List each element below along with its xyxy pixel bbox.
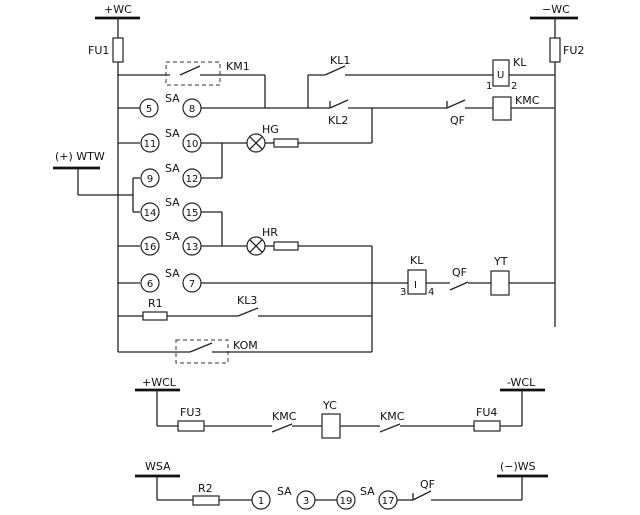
yc-coil xyxy=(321,413,341,439)
kl-coil-top-mark: U xyxy=(497,70,504,81)
minus-wc-label: −WC xyxy=(542,3,570,16)
qf-contact-2 xyxy=(449,281,469,291)
svg-text:12: 12 xyxy=(186,174,199,185)
qf-label-3: QF xyxy=(420,478,435,491)
fu2-label: FU2 xyxy=(563,44,584,57)
kl-mid-label: KL xyxy=(410,254,424,267)
kl3-label: KL3 xyxy=(237,294,257,307)
kl2-label: KL2 xyxy=(328,114,348,127)
svg-text:5: 5 xyxy=(146,104,152,115)
yt-coil xyxy=(490,270,510,296)
svg-text:1: 1 xyxy=(258,496,264,507)
fu1-label: FU1 xyxy=(88,44,109,57)
terminal-16 xyxy=(140,236,160,256)
kmc-label-1: KMC xyxy=(272,410,297,423)
kl-coil-mid xyxy=(407,269,427,295)
kom-contact xyxy=(189,342,213,353)
svg-text:9: 9 xyxy=(147,174,153,185)
terminal-1 xyxy=(251,490,271,510)
sa-label-row6: SA xyxy=(165,230,180,243)
kl-pin-4: 4 xyxy=(428,287,434,298)
kmc-coil xyxy=(492,96,512,121)
svg-text:13: 13 xyxy=(186,242,199,253)
sa-label-row2: SA xyxy=(165,92,180,105)
svg-text:15: 15 xyxy=(186,208,199,219)
ws-label: (−)WS xyxy=(500,460,536,473)
fuse-fu1 xyxy=(112,37,124,63)
fuse-fu2 xyxy=(549,37,561,63)
sa-label-row3: SA xyxy=(165,127,180,140)
qf-contact-1 xyxy=(446,99,466,109)
resistor-r2 xyxy=(192,495,220,506)
terminal-19 xyxy=(336,490,356,510)
sa-label-row4: SA xyxy=(165,162,180,175)
hg-label: HG xyxy=(262,123,279,136)
terminal-6 xyxy=(140,273,160,293)
kmc-contact-2 xyxy=(379,423,401,433)
minus-wcl-label: -WCL xyxy=(507,376,536,389)
km1-contact xyxy=(179,65,201,76)
fuse-fu3 xyxy=(177,420,205,432)
kmc-label-2: KMC xyxy=(380,410,405,423)
kmc-coil-label: KMC xyxy=(515,94,540,107)
kom-label: KOM xyxy=(233,339,258,352)
kl1-label: KL1 xyxy=(330,54,350,67)
resistor-r1 xyxy=(142,311,168,321)
hg-resistor xyxy=(273,138,299,148)
kl-pin-2: 2 xyxy=(511,81,517,92)
qf-label-2: QF xyxy=(452,266,467,279)
terminal-9 xyxy=(140,168,160,188)
svg-text:14: 14 xyxy=(144,208,157,219)
plus-wcl-label: +WCL xyxy=(142,376,177,389)
kl1-contact xyxy=(324,65,346,76)
svg-text:16: 16 xyxy=(144,242,157,253)
svg-text:3: 3 xyxy=(303,496,309,507)
sa-label-row5: SA xyxy=(165,196,180,209)
sa-label-sig2: SA xyxy=(360,485,375,498)
svg-text:7: 7 xyxy=(189,279,195,290)
svg-text:11: 11 xyxy=(144,139,157,150)
wsa-label: WSA xyxy=(145,460,171,473)
qf-label-1: QF xyxy=(450,114,465,127)
qf-contact-3 xyxy=(412,490,432,501)
r1-label: R1 xyxy=(148,297,163,310)
hr-resistor xyxy=(273,241,299,251)
fuse-fu4 xyxy=(473,420,501,432)
svg-text:19: 19 xyxy=(340,496,353,507)
svg-text:10: 10 xyxy=(186,139,199,150)
fu4-label: FU4 xyxy=(476,406,497,419)
kmc-contact-1 xyxy=(271,423,293,433)
plus-wc-label: +WC xyxy=(104,3,132,16)
kl-pin-1: 1 xyxy=(486,81,492,92)
svg-text:17: 17 xyxy=(382,496,395,507)
kl-coil-top xyxy=(492,59,510,87)
svg-text:6: 6 xyxy=(147,279,153,290)
kl2-contact xyxy=(329,99,349,109)
fu3-label: FU3 xyxy=(180,406,201,419)
yt-label: YT xyxy=(493,255,508,268)
kl-pin-3: 3 xyxy=(400,287,406,298)
kl-coil-mid-mark: I xyxy=(414,280,417,291)
r2-label: R2 xyxy=(198,482,213,495)
terminal-11 xyxy=(140,133,160,153)
svg-text:8: 8 xyxy=(189,104,195,115)
terminal-5 xyxy=(139,98,159,118)
hr-label: HR xyxy=(262,226,278,239)
yc-label: YC xyxy=(322,399,337,412)
sa-label-sig1: SA xyxy=(277,485,292,498)
kl-top-label: KL xyxy=(513,56,527,69)
km1-label: KM1 xyxy=(226,60,250,73)
wtw-label: (+) WTW xyxy=(55,150,105,163)
terminal-14 xyxy=(140,202,160,222)
km1-dashed-box xyxy=(165,61,221,86)
kl3-contact xyxy=(237,307,259,317)
sa-label-row7: SA xyxy=(165,267,180,280)
